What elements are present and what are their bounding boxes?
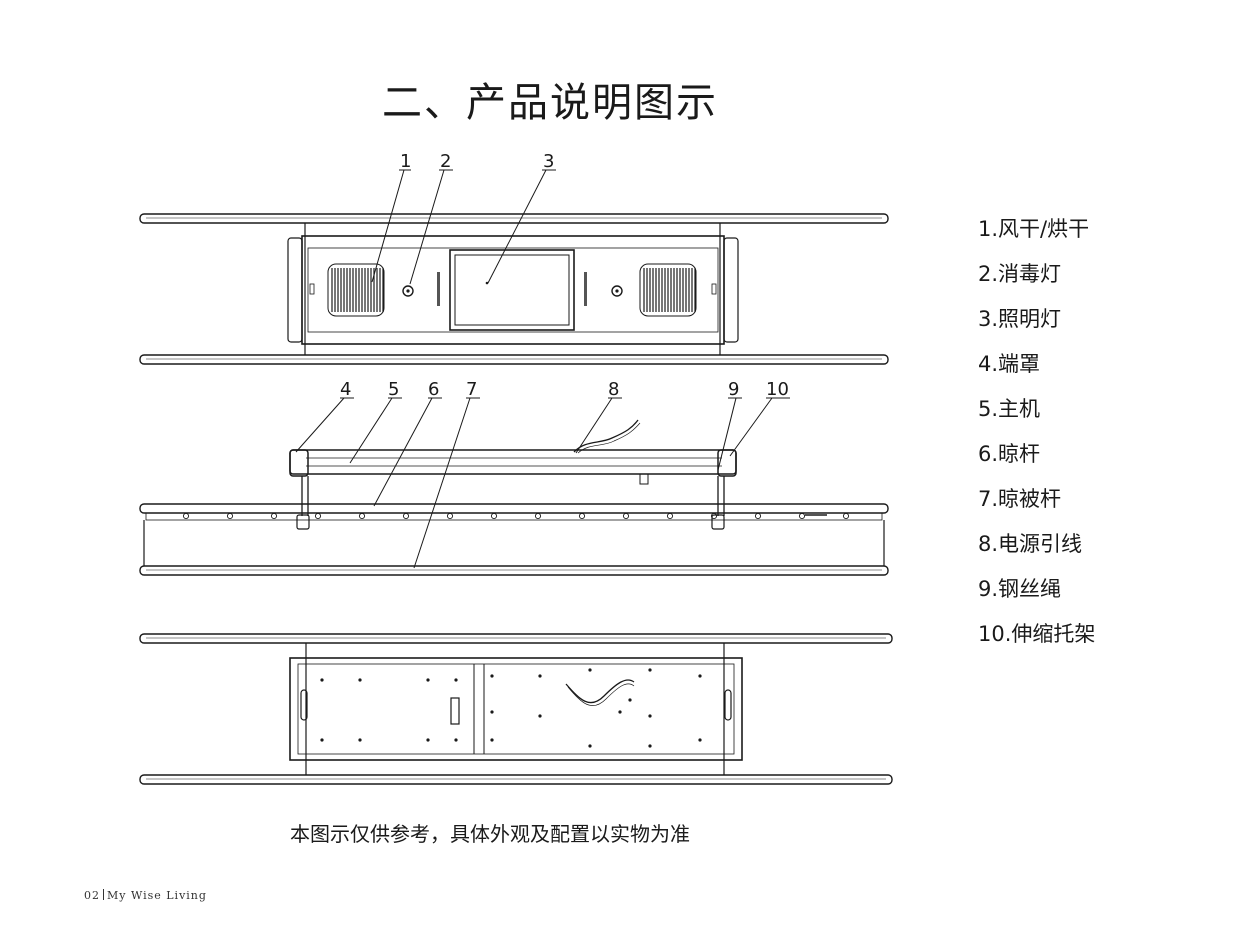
page-title: 二、产品说明图示 [382, 80, 718, 126]
rod-hole [490, 512, 498, 520]
footer-divider [103, 889, 104, 900]
disclaimer-note: 本图示仅供参考，具体外观及配置以实物为准 [290, 822, 690, 846]
mounting-hole [648, 744, 652, 748]
mounting-hole [538, 674, 542, 678]
callout-2: 2 [440, 151, 451, 172]
callout-9: 9 [728, 379, 739, 400]
mounting-hole [426, 738, 430, 742]
callout-4: 4 [340, 379, 351, 400]
rod-hole [798, 512, 806, 520]
bottom-view-top-rail [139, 633, 893, 644]
mounting-hole [490, 674, 494, 678]
footer-brand: My Wise Living [107, 889, 207, 902]
legend-item: 9.钢丝绳 [978, 577, 1062, 601]
uv-lamp-right [611, 285, 623, 297]
vent-grille-right [639, 263, 697, 317]
callout-8: 8 [608, 379, 619, 400]
lighting-panel [449, 249, 575, 331]
mounting-hole [628, 698, 632, 702]
rod-hole [182, 512, 190, 520]
host-body [301, 235, 725, 345]
mounting-hole [588, 744, 592, 748]
legend-item: 8.电源引线 [978, 532, 1083, 556]
power-cord [573, 419, 639, 453]
mounting-hole [588, 668, 592, 672]
parts-legend: 1.风干/烘干 2.消毒灯 3.照明灯 4.端罩 5.主机 6.晾杆 7.晾被杆… [978, 214, 1095, 664]
rod-hole [666, 512, 674, 520]
host-side [289, 449, 737, 475]
mounting-hole [358, 738, 362, 742]
mounting-hole [698, 738, 702, 742]
rod-hole [710, 512, 718, 520]
mounting-hole [454, 678, 458, 682]
legend-item: 3.照明灯 [978, 307, 1062, 331]
callouts: 1 2 3 4 5 6 7 8 9 10 [295, 151, 790, 569]
page-footer: 02 My Wise Living [84, 889, 207, 902]
side-view [139, 419, 889, 576]
telescopic-bracket-right [711, 514, 725, 530]
mounting-hole [490, 710, 494, 714]
legend-item: 6.晾杆 [978, 442, 1041, 466]
mounting-hole [426, 678, 430, 682]
callout-3: 3 [543, 151, 554, 172]
end-cap-right [717, 449, 737, 477]
top-rail [139, 213, 889, 224]
callout-6: 6 [428, 379, 439, 400]
page-number: 02 [84, 889, 100, 902]
mounting-hole [618, 710, 622, 714]
end-bracket-right [723, 237, 739, 343]
mounting-hole [648, 668, 652, 672]
rod-hole [402, 512, 410, 520]
callout-10: 10 [766, 379, 789, 400]
end-bracket-left [287, 237, 303, 343]
mounting-hole [648, 714, 652, 718]
rod-hole [226, 512, 234, 520]
host-underside [289, 657, 743, 761]
rod-hole [314, 512, 322, 520]
rod-hole [270, 512, 278, 520]
legend-item: 10.伸缩托架 [978, 622, 1096, 646]
legend-item: 1.风干/烘干 [978, 217, 1090, 241]
callout-1: 1 [400, 151, 411, 172]
bottom-rail [139, 354, 889, 365]
front-view [139, 213, 889, 365]
mounting-hole [320, 738, 324, 742]
rod-hole [842, 512, 850, 520]
bottom-view [139, 633, 893, 785]
rod-hole [622, 512, 630, 520]
rod-hole [358, 512, 366, 520]
drying-rod [139, 503, 889, 514]
mounting-hole [538, 714, 542, 718]
mounting-hole [490, 738, 494, 742]
mounting-hole [320, 678, 324, 682]
rod-hole [534, 512, 542, 520]
vent-grille-left [327, 263, 385, 317]
mounting-hole [698, 674, 702, 678]
bottom-view-bottom-rail [139, 774, 893, 785]
legend-item: 5.主机 [978, 397, 1041, 421]
mounting-hole [358, 678, 362, 682]
brand-mark-left [437, 272, 440, 306]
uv-lamp-left [402, 285, 414, 297]
rod-hole [754, 512, 762, 520]
telescopic-bracket-left [296, 514, 310, 530]
quilt-rod [139, 565, 889, 576]
legend-item: 4.端罩 [978, 352, 1041, 376]
rod-hole [578, 512, 586, 520]
brand-mark-right [584, 272, 587, 306]
rod-hole [446, 512, 454, 520]
mounting-hole [454, 738, 458, 742]
end-cap-left [289, 449, 309, 477]
callout-7: 7 [466, 379, 477, 400]
legend-item: 7.晾被杆 [978, 487, 1062, 511]
legend-item: 2.消毒灯 [978, 262, 1062, 286]
callout-5: 5 [388, 379, 399, 400]
